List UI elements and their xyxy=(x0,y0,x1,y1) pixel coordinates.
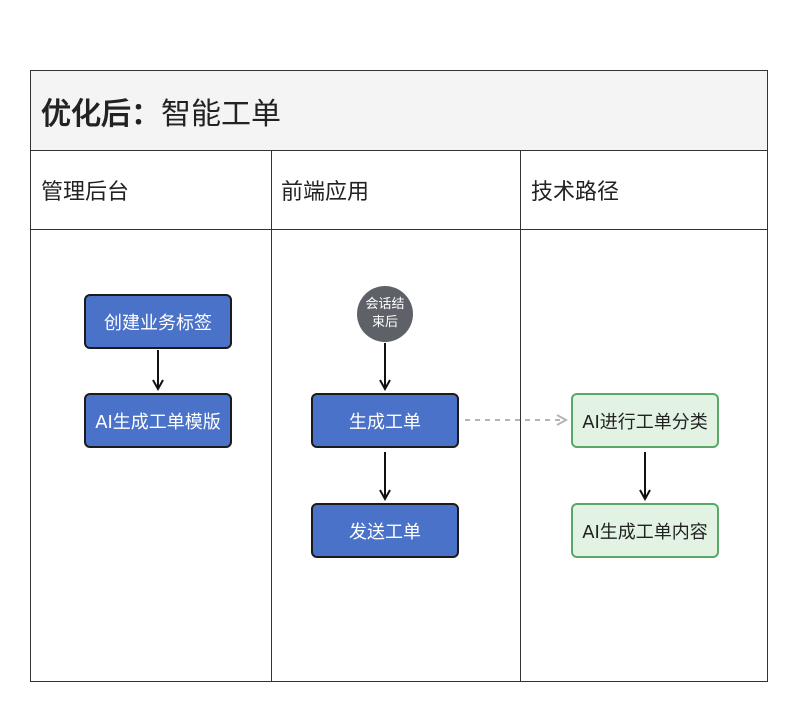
lane-header-admin: 管理后台 xyxy=(41,179,130,205)
title-bold: 优化后： xyxy=(41,96,161,132)
node-session-end-start: 会话结 束后 xyxy=(357,286,413,342)
title-normal: 智能工单 xyxy=(161,96,281,132)
session-end-line-2: 束后 xyxy=(371,315,398,330)
node-ai-classify-ticket: AI进行工单分类 xyxy=(571,393,719,448)
node-generate-ticket: 生成工单 xyxy=(311,393,459,448)
node-send-ticket: 发送工单 xyxy=(311,503,459,558)
diagram-title: 优化后：智能工单 xyxy=(31,71,767,151)
lane-header-row: 管理后台 前端应用 技术路径 xyxy=(31,150,767,230)
session-end-line-1: 会话结 xyxy=(365,297,405,312)
swimlane-diagram: 优化后：智能工单 管理后台 前端应用 技术路径 xyxy=(30,70,768,682)
node-ai-generate-template: AI生成工单模版 xyxy=(84,393,232,448)
lane-divider-1 xyxy=(271,150,272,681)
node-ai-generate-content: AI生成工单内容 xyxy=(571,503,719,558)
lane-header-frontend: 前端应用 xyxy=(281,179,370,205)
lane-divider-2 xyxy=(520,150,521,681)
node-create-business-tag: 创建业务标签 xyxy=(84,294,232,349)
lane-header-tech: 技术路径 xyxy=(531,179,620,205)
